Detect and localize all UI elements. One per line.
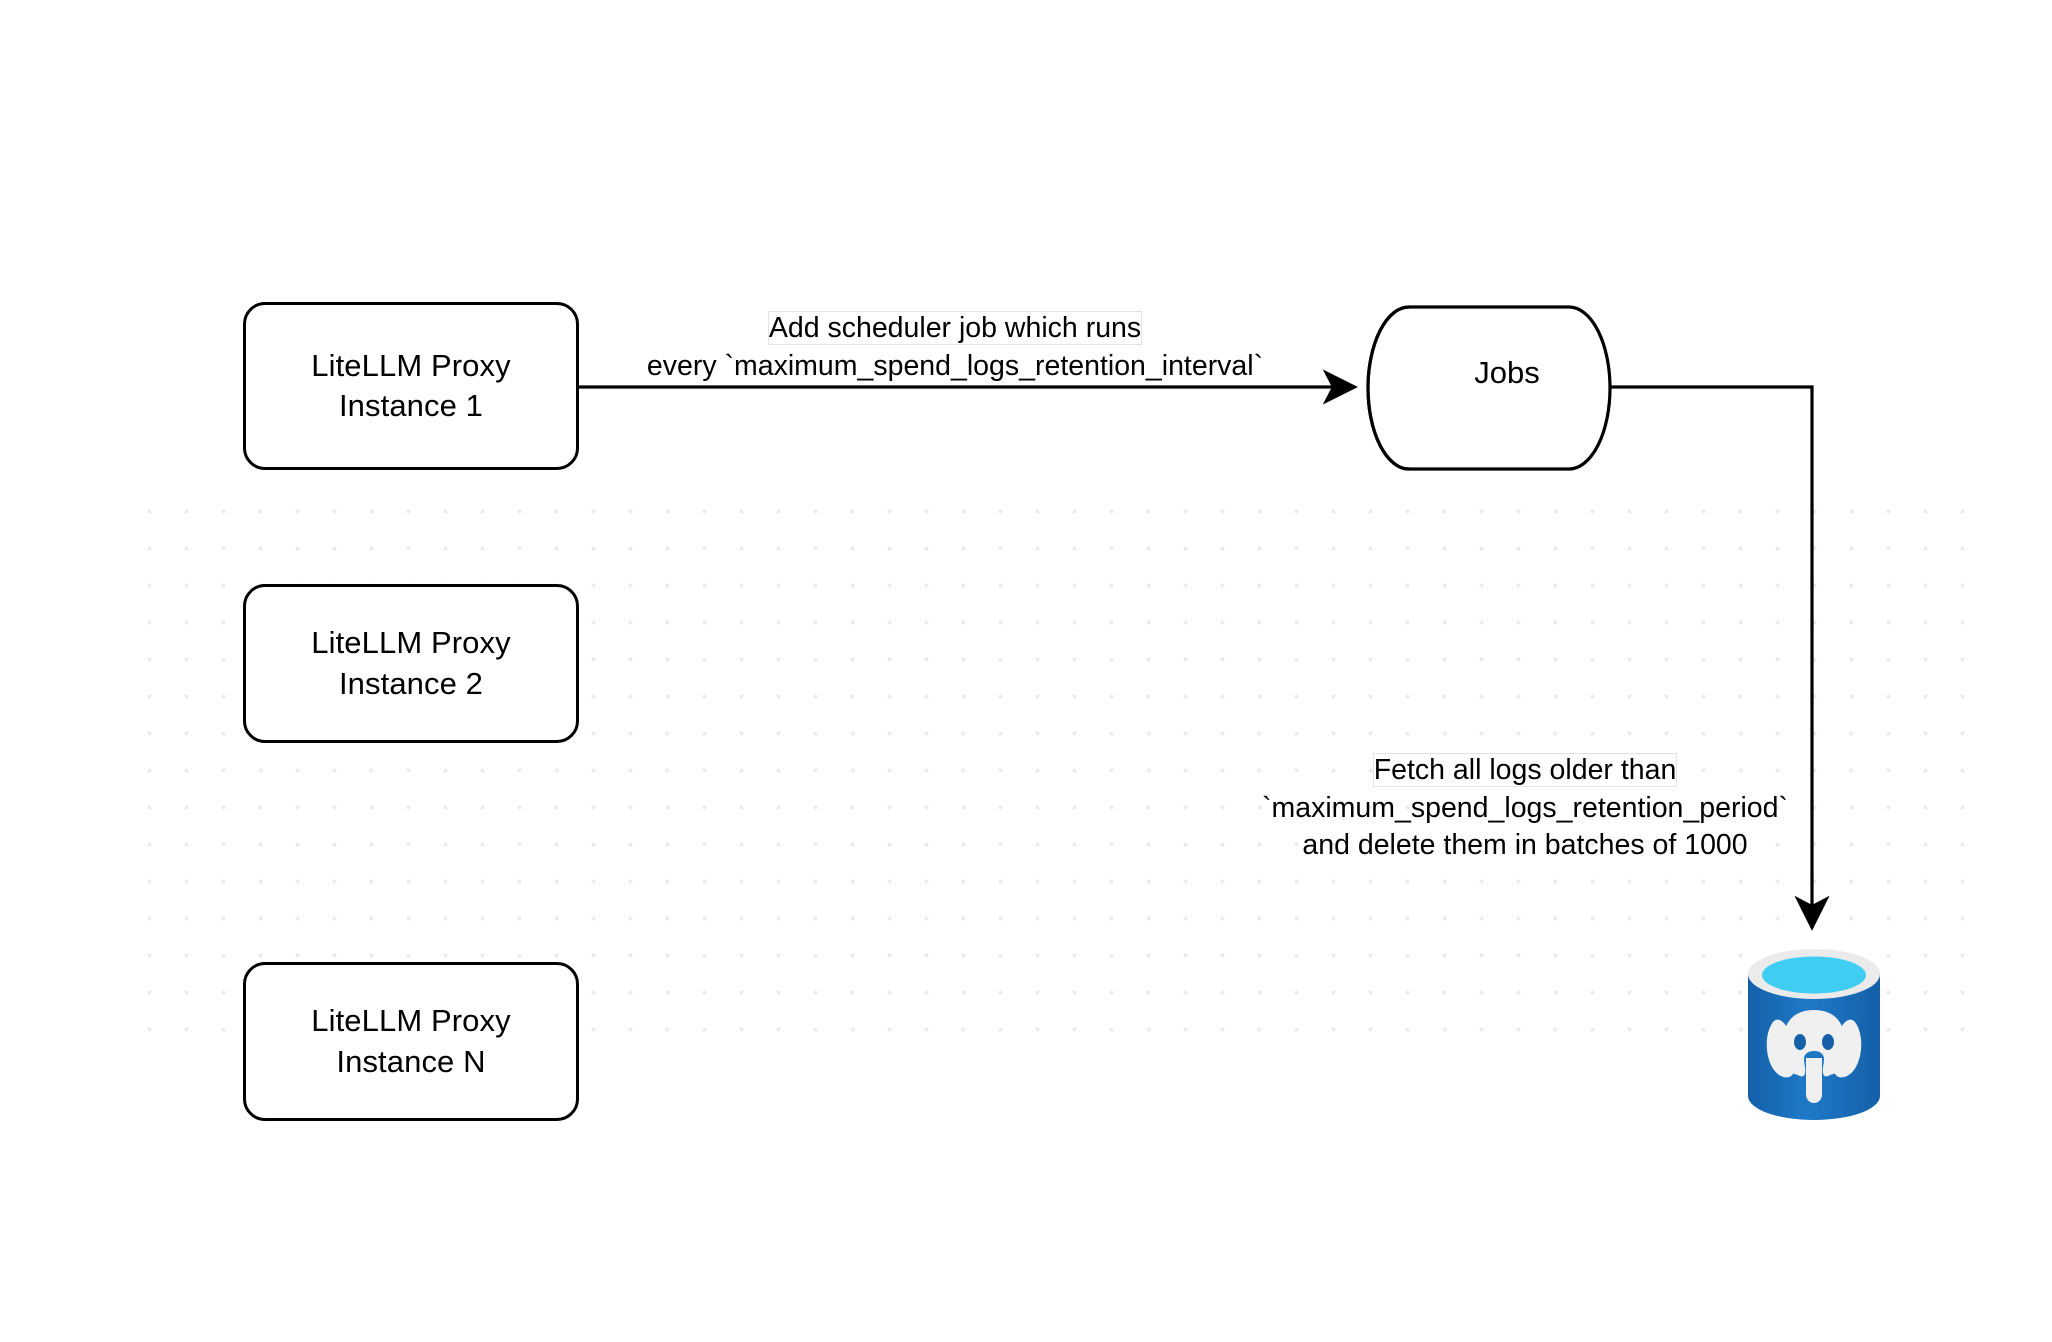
edge-label-line1-text: Fetch all logs older than [1373, 754, 1677, 786]
db-top-surface [1762, 956, 1866, 994]
node-litellm-proxy-instance-n[interactable]: LiteLLM Proxy Instance N [243, 962, 579, 1121]
edge-label-line2: every `maximum_spend_logs_retention_inte… [646, 349, 1264, 382]
edge-label-line1-text: Add scheduler job which runs [768, 312, 1142, 344]
node-litellm-proxy-instance-2[interactable]: LiteLLM Proxy Instance 2 [243, 584, 579, 743]
node-jobs-label: Jobs [1474, 355, 1540, 390]
node-jobs-cylinder[interactable] [1366, 303, 1612, 473]
node-litellm-proxy-instance-1[interactable]: LiteLLM Proxy Instance 1 [243, 302, 579, 470]
edge-jobs-to-postgres [1607, 385, 1830, 931]
postgresql-elephant-icon [1766, 1010, 1862, 1103]
node-label-line2: Instance 1 [338, 388, 484, 423]
node-label-line1: LiteLLM Proxy [311, 347, 511, 383]
edge-label-fetch-and-delete-logs: Fetch all logs older than `maximum_spend… [1240, 752, 1810, 865]
edge-label-line1: Fetch all logs older than [1240, 752, 1810, 790]
edge-label-add-scheduler-job: Add scheduler job which runs every `maxi… [560, 310, 1350, 385]
node-label-line2: Instance N [336, 1043, 486, 1079]
edge-label-line1: Add scheduler job which runs [560, 310, 1350, 348]
db-elephant-tusks [1786, 1063, 1842, 1075]
node-label-line1: LiteLLM Proxy [311, 1003, 511, 1039]
db-elephant-eyes [1794, 1034, 1834, 1050]
node-label-line1: LiteLLM Proxy [311, 625, 511, 661]
node-label-line2: Instance 2 [338, 665, 484, 701]
edge-label-line2: `maximum_spend_logs_retention_period` [1262, 791, 1788, 824]
edge-label-line3: and delete them in batches of 1000 [1302, 829, 1748, 862]
node-postgres-database[interactable] [1742, 946, 1886, 1126]
